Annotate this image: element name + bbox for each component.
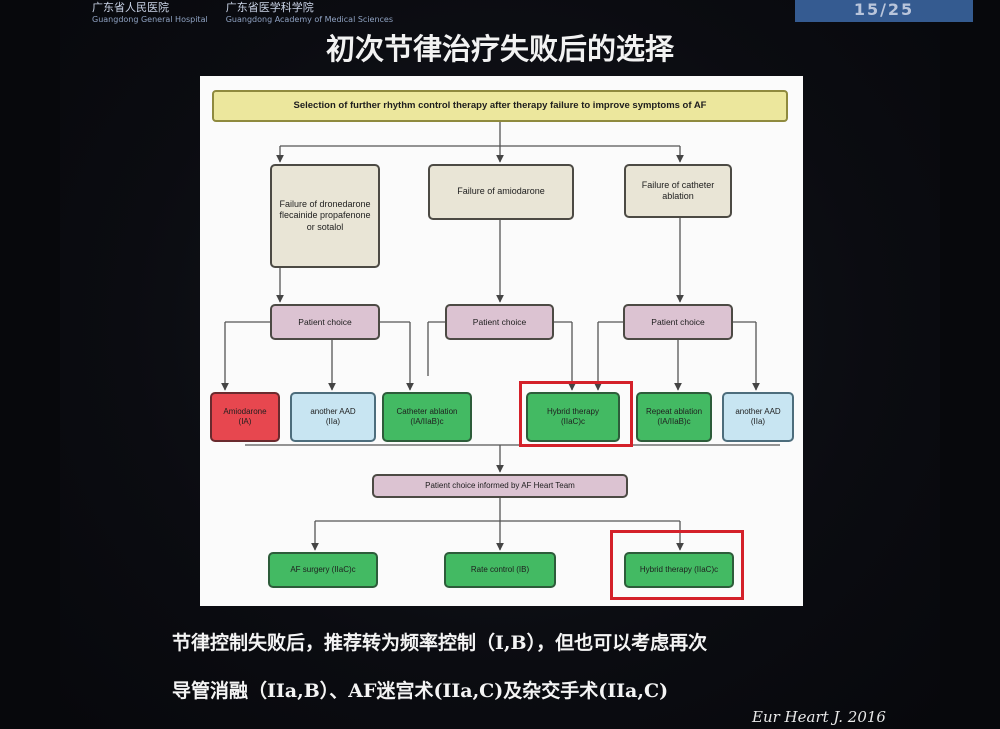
- header-logos: 广东省人民医院 Guangdong General Hospital 广东省医学…: [92, 0, 393, 24]
- academy-name-en: Guangdong Academy of Medical Sciences: [225, 14, 394, 24]
- option-box-another-aad: another AAD(IIa): [722, 392, 794, 442]
- option-rec: (IIa): [750, 417, 766, 426]
- heart-team-box: Patient choice informed by AF Heart Team: [372, 474, 628, 498]
- patient-choice-box: Patient choice: [623, 304, 733, 340]
- option-label: Hybrid therapy: [546, 407, 600, 416]
- option-label: another AAD: [735, 407, 781, 416]
- final-hybrid-highlight: [610, 530, 744, 600]
- hybrid-therapy-highlight: [519, 381, 633, 447]
- option-rec: (IA/IIaB)c: [410, 417, 444, 426]
- option-label: Catheter ablation: [396, 407, 458, 416]
- option-label: another AAD: [310, 407, 356, 416]
- caption-line-1: 节律控制失败后，推荐转为频率控制（I,B），但也可以考虑再次: [172, 632, 708, 654]
- final-option-af-surgery: AF surgery (IIaC)c: [268, 552, 378, 588]
- final-option-hybrid-therapy: Hybrid therapy (IIaC)c: [624, 552, 734, 588]
- failure-box-catheter: Failure of catheter ablation: [624, 164, 732, 218]
- option-rec: (IIaC)c: [561, 417, 585, 426]
- citation: Eur Heart J. 2016: [752, 708, 886, 726]
- academy-name: 广东省医学科学院: [225, 0, 314, 14]
- slide-number-badge: 15/25: [795, 0, 973, 22]
- option-rec: (IIa): [325, 417, 341, 426]
- option-label: Amiodarone: [223, 407, 267, 416]
- patient-choice-box: Patient choice: [445, 304, 554, 340]
- option-rec: (IA/IIaB)c: [657, 417, 691, 426]
- caption-line-2: 导管消融（IIa,B）、AF迷宫术(IIa,C)及杂交手术(IIa,C): [172, 680, 669, 702]
- failure-box-dronedarone: Failure of dronedarone flecainide propaf…: [270, 164, 380, 268]
- option-rec: (IA): [238, 417, 252, 426]
- option-box-repeat-ablation: Repeat ablation(IA/IIaB)c: [636, 392, 712, 442]
- option-label: Repeat ablation: [645, 407, 703, 416]
- option-box-amiodarone: Amiodarone(IA): [210, 392, 280, 442]
- slide-title: 初次节律治疗失败后的选择: [325, 32, 674, 66]
- hospital-logo-left: 广东省人民医院 Guangdong General Hospital: [92, 0, 208, 24]
- option-box-hybrid-therapy: Hybrid therapy(IIaC)c: [526, 392, 620, 442]
- diagram-header: Selection of further rhythm control ther…: [212, 90, 788, 122]
- final-option-rate-control: Rate control (IB): [444, 552, 556, 588]
- hospital-name-en: Guangdong General Hospital: [92, 14, 208, 24]
- hospital-name: 广东省人民医院: [92, 0, 169, 14]
- hospital-logo-right: 广东省医学科学院 Guangdong Academy of Medical Sc…: [226, 0, 393, 24]
- connector-lines: [221, 122, 780, 551]
- failure-box-amiodarone: Failure of amiodarone: [428, 164, 574, 220]
- flowchart-figure: Selection of further rhythm control ther…: [200, 76, 803, 606]
- patient-choice-box: Patient choice: [270, 304, 380, 340]
- option-box-another-aad: another AAD(IIa): [290, 392, 376, 442]
- option-box-catheter-ablation: Catheter ablation(IA/IIaB)c: [382, 392, 472, 442]
